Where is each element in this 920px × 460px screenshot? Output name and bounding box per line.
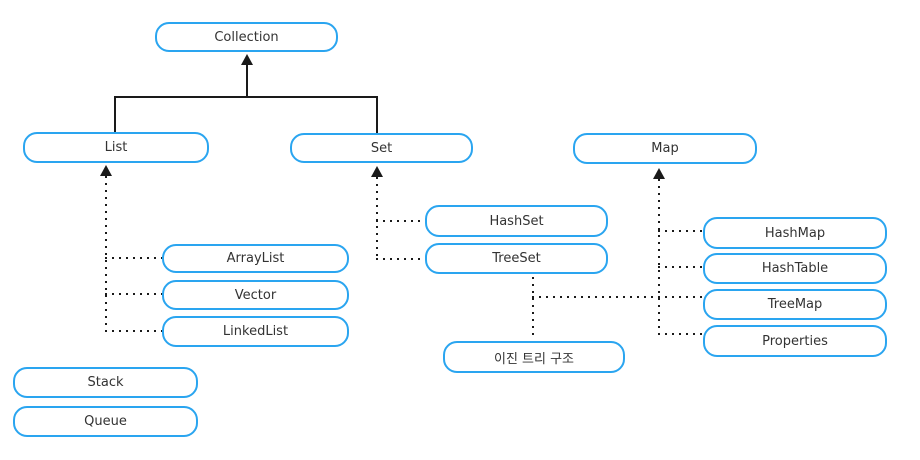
node-set: Set (290, 133, 473, 163)
arrowhead-collection (241, 54, 253, 65)
node-stack: Stack (13, 367, 198, 398)
edge-set-branch-vertical (376, 96, 378, 134)
arrowhead-map (653, 168, 665, 179)
edge-vector-connector (105, 293, 163, 295)
edge-trunk-horizontal (114, 96, 378, 98)
node-arraylist: ArrayList (162, 244, 349, 273)
node-collection: Collection (155, 22, 338, 52)
edge-trunk-vertical (246, 64, 248, 97)
node-treemap: TreeMap (703, 289, 887, 320)
node-binary-tree-structure: 이진 트리 구조 (443, 341, 625, 373)
edge-linkedlist-connector (105, 330, 163, 332)
node-properties: Properties (703, 325, 887, 357)
edge-arraylist-connector (105, 257, 163, 259)
node-hashtable: HashTable (703, 253, 887, 284)
node-vector: Vector (162, 280, 349, 310)
edge-hashmap-connector (658, 230, 704, 232)
edge-hashtable-connector (658, 266, 704, 268)
edge-treeset-connector (376, 258, 426, 260)
node-queue: Queue (13, 406, 198, 437)
edge-treeset-binarytree-vertical (532, 277, 534, 339)
edge-list-branch-vertical (114, 96, 116, 133)
edge-set-impl-vertical (376, 177, 378, 261)
node-list: List (23, 132, 209, 163)
edge-list-impl-vertical (105, 176, 107, 332)
node-hashmap: HashMap (703, 217, 887, 249)
node-map: Map (573, 133, 757, 164)
arrowhead-list (100, 165, 112, 176)
edge-map-impl-vertical (658, 179, 660, 335)
edge-treeset-treemap-horizontal (532, 296, 704, 298)
node-treeset: TreeSet (425, 243, 608, 274)
arrowhead-set (371, 166, 383, 177)
node-hashset: HashSet (425, 205, 608, 237)
node-linkedlist: LinkedList (162, 316, 349, 347)
edge-hashset-connector (376, 220, 426, 222)
edge-properties-connector (658, 333, 704, 335)
